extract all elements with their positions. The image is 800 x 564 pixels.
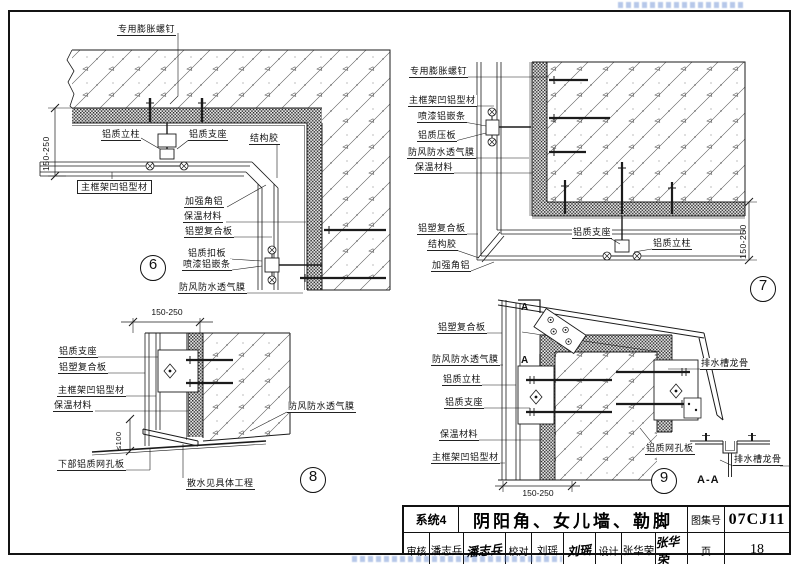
label-structural-sealant-6: 结构胶 xyxy=(249,133,280,146)
detail-number-7: 7 xyxy=(750,276,776,302)
label-alu-column-9: 铝质立柱 xyxy=(442,374,483,387)
label-windproof-membrane-6: 防风防水透气膜 xyxy=(178,282,247,295)
proof-signature-text: 刘瑶 xyxy=(566,542,593,559)
title-block: 系统4 阴阳角、女儿墙、勒脚 图集号 07CJ11 审核 潘志兵 潘志兵 校对 … xyxy=(402,505,791,564)
label-insulation-9: 保温材料 xyxy=(439,429,480,442)
atlas-number-label: 图集号 xyxy=(688,507,725,532)
title-block-row-1: 系统4 阴阳角、女儿墙、勒脚 图集号 07CJ11 xyxy=(404,507,789,533)
label-insulation-8: 保温材料 xyxy=(53,400,94,413)
label-alu-column-7: 铝质立柱 xyxy=(652,238,693,251)
label-alu-bearing-8: 铝质支座 xyxy=(58,346,99,359)
dimension-150-250-left-6: 150-250 xyxy=(41,136,51,171)
proof-name: 刘瑶 xyxy=(532,533,564,564)
label-reinforcing-angle-6: 加强角铝 xyxy=(184,196,225,209)
detail-number-9: 9 xyxy=(651,468,677,494)
design-name: 张华荣 xyxy=(622,533,656,564)
detail-number-8: 8 xyxy=(300,467,326,493)
label-insulation-7: 保温材料 xyxy=(414,162,455,175)
label-main-frame-profile-7: 主框架凹铝型材 xyxy=(408,95,477,108)
system-label: 系统4 xyxy=(404,507,459,532)
review-signature: 潘志兵 xyxy=(464,533,506,564)
label-main-frame-profile-6: 主框架凹铝型材 xyxy=(77,180,152,195)
label-painted-alu-strip-6: 喷漆铝嵌条 xyxy=(182,259,232,272)
design-signature: 张华荣 xyxy=(656,533,688,564)
label-alu-composite-panel-6: 铝塑复合板 xyxy=(184,226,234,239)
section-name-a-a: A-A xyxy=(697,474,720,486)
label-structural-sealant-7: 结构胶 xyxy=(427,239,458,252)
section-mark-a-bottom: A xyxy=(521,355,529,366)
proof-signature: 刘瑶 xyxy=(564,533,596,564)
label-alu-bearing-7: 铝质支座 xyxy=(572,227,613,240)
label-alu-composite-panel-9: 铝塑复合板 xyxy=(437,322,487,335)
label-main-frame-profile-9: 主框架凹铝型材 xyxy=(431,452,500,465)
sheet-title: 阴阳角、女儿墙、勒脚 xyxy=(459,507,688,532)
label-drain-channel-keel-9: 排水槽龙骨 xyxy=(700,358,750,371)
label-main-frame-profile-8: 主框架凹铝型材 xyxy=(57,385,126,398)
detail-number-6: 6 xyxy=(140,255,166,281)
dimension-150-250-right-7: 150-250 xyxy=(738,224,748,259)
label-alu-column-6: 铝质立柱 xyxy=(101,129,142,142)
label-drain-channel-keel-aa: 排水槽龙骨 xyxy=(733,454,783,467)
proof-label: 校对 xyxy=(506,533,532,564)
label-alu-bearing-6: 铝质支座 xyxy=(188,129,229,142)
sheet-border xyxy=(8,10,791,555)
label-apron-note-8: 散水见具体工程 xyxy=(186,478,255,491)
label-reinforcing-angle-7: 加强角铝 xyxy=(431,260,472,273)
design-label: 设计 xyxy=(596,533,622,564)
dimension-max-100-8: ≤100 xyxy=(114,431,123,450)
title-block-row-2: 审核 潘志兵 潘志兵 校对 刘瑶 刘瑶 设计 张华荣 张华荣 页 18 xyxy=(404,533,789,564)
label-expansion-screw-7: 专用膨胀螺钉 xyxy=(409,66,469,79)
label-windproof-membrane-7: 防风防水透气膜 xyxy=(407,147,476,160)
page-number: 18 xyxy=(750,542,764,557)
label-windproof-membrane-9: 防风防水透气膜 xyxy=(431,354,500,367)
review-label: 审核 xyxy=(404,533,430,564)
dimension-150-250-bottom-9: 150-250 xyxy=(522,488,554,498)
review-name: 潘志兵 xyxy=(430,533,464,564)
label-alu-composite-panel-8: 铝塑复合板 xyxy=(58,362,108,375)
label-alu-bearing-9: 铝质支座 xyxy=(444,397,485,410)
label-bottom-mesh-panel-8: 下部铝质网孔板 xyxy=(57,459,126,472)
label-insulation-6: 保温材料 xyxy=(183,211,224,224)
label-alu-mesh-panel-9: 铝质网孔板 xyxy=(645,443,695,456)
label-windproof-membrane-8: 防风防水透气膜 xyxy=(287,401,356,414)
label-alu-pressure-plate-7: 铝质压板 xyxy=(417,130,458,143)
label-expansion-screw-6: 专用膨胀螺钉 xyxy=(117,24,177,37)
section-mark-a-top: A xyxy=(521,302,529,313)
dimension-150-250-top-8: 150-250 xyxy=(151,307,183,317)
design-signature-text: 张华荣 xyxy=(656,534,680,564)
atlas-number-value: 07CJ11 xyxy=(728,510,786,528)
page-label: 页 xyxy=(688,533,725,564)
watermark-bottom xyxy=(352,556,562,562)
label-alu-composite-panel-7: 铝塑复合板 xyxy=(417,223,467,236)
label-painted-alu-strip-7: 喷漆铝嵌条 xyxy=(417,111,467,124)
watermark-top xyxy=(618,2,743,8)
